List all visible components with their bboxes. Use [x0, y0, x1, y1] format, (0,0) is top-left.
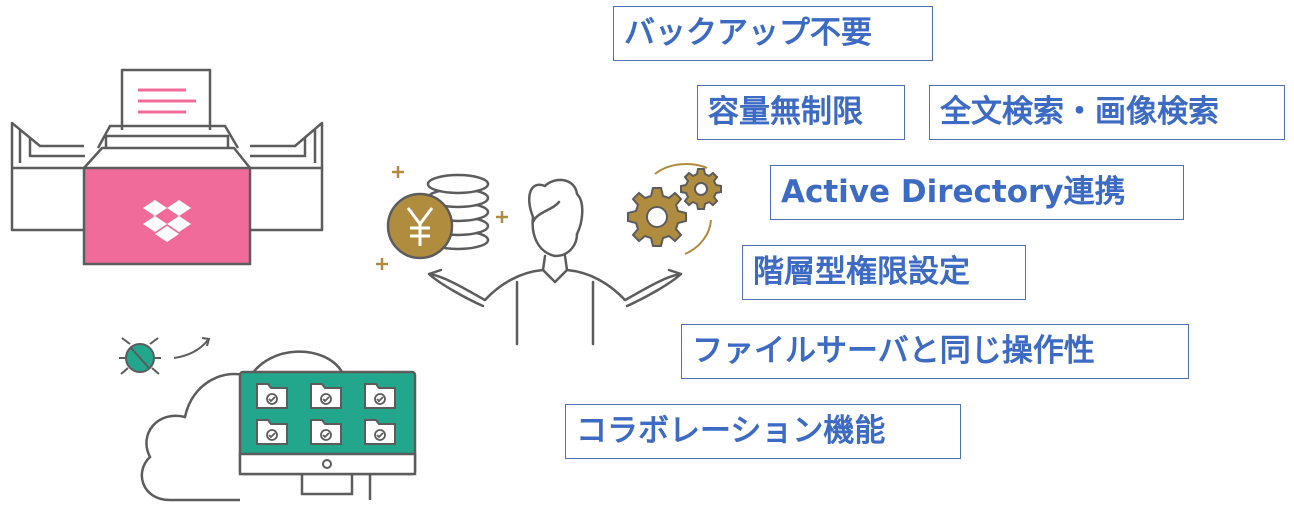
feature-no-backup: バックアップ不要 — [613, 6, 933, 61]
gears-icon — [627, 163, 722, 255]
cloud-monitor-icon — [140, 350, 417, 502]
yen-coin-icon — [376, 166, 508, 270]
feature-collaboration: コラボレーション機能 — [565, 404, 961, 459]
person-balancing-icon — [427, 178, 683, 346]
feature-unlimited-storage: 容量無制限 — [697, 85, 905, 140]
file-cabinet-dropbox-icon — [10, 68, 324, 266]
bug-icon — [119, 337, 211, 375]
feature-fileserver-operation: ファイルサーバと同じ操作性 — [681, 324, 1189, 379]
feature-hierarchical-permissions: 階層型権限設定 — [742, 245, 1026, 300]
feature-fulltext-image-search: 全文検索・画像検索 — [929, 85, 1285, 140]
feature-active-directory: Active Directory連携 — [770, 165, 1184, 220]
